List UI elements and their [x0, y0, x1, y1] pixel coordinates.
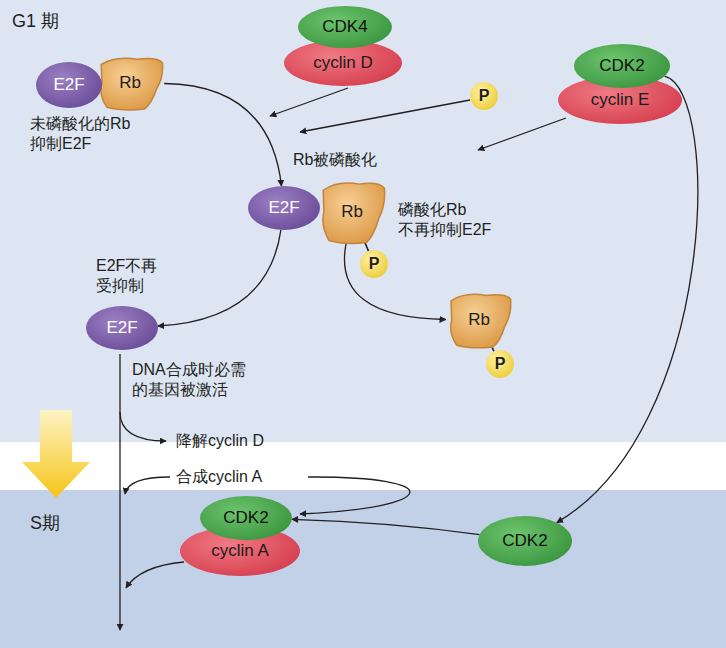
flow-arrow: [164, 84, 281, 187]
kinase-cdk: CDK2: [574, 44, 670, 88]
phase-label: S期: [30, 512, 60, 535]
node-text: E2F: [53, 74, 84, 95]
node-text: E2F: [106, 317, 137, 338]
protein-rb: Rb: [316, 178, 388, 246]
protein-rb: Rb: [444, 290, 514, 350]
node-text: Rb: [341, 201, 363, 222]
node-text: CDK2: [223, 507, 268, 528]
flow-arrow: [292, 519, 480, 534]
node-text: cyclin A: [211, 540, 269, 561]
node-text: Rb: [119, 72, 141, 93]
phosphate: P: [360, 250, 388, 278]
kinase-cdk: CDK2: [478, 516, 572, 566]
phase-label: G1 期: [12, 10, 59, 33]
branch-arrow: [125, 477, 170, 494]
phosphorylation-arrow: [270, 88, 348, 116]
node-text: CDK4: [322, 16, 367, 37]
protein-e2f: E2F: [86, 306, 158, 350]
node-text: P: [495, 354, 506, 374]
node-text: CDK2: [502, 530, 547, 551]
node-text: P: [369, 254, 380, 274]
flow-arrow: [158, 230, 281, 326]
node-text: CDK2: [599, 55, 644, 76]
phosphorylation-arrow: [300, 100, 470, 132]
kinase-cdk: CDK2: [200, 496, 292, 540]
protein-e2f: E2F: [36, 62, 102, 108]
branch-arrow: [120, 412, 166, 441]
note-label: 合成cyclin A: [176, 467, 262, 487]
protein-rb: Rb: [94, 54, 166, 112]
flow-arrow: [557, 76, 698, 522]
flow-arrow: [344, 244, 445, 320]
node-text: Rb: [468, 309, 490, 330]
node-text: E2F: [268, 197, 299, 218]
note-label: Rb被磷酸化: [293, 150, 377, 170]
branch-arrow: [126, 562, 184, 588]
node-text: cyclin E: [591, 89, 650, 110]
protein-e2f: E2F: [248, 186, 320, 230]
pathway-line: [119, 354, 120, 630]
node-text: cyclin D: [313, 52, 373, 73]
note-label: 未磷酸化的Rb 抑制E2F: [30, 114, 130, 154]
note-label: 磷酸化Rb 不再抑制E2F: [398, 200, 491, 240]
node-text: P: [479, 86, 490, 106]
phosphorylation-arrow: [478, 118, 566, 150]
kinase-cdk: CDK4: [298, 6, 392, 48]
phosphate: P: [470, 82, 498, 110]
note-label: DNA合成时必需 的基因被激活: [132, 360, 246, 400]
note-label: E2F不再 受抑制: [96, 256, 157, 296]
note-label: 降解cyclin D: [176, 431, 264, 451]
synthesis-arrow: [300, 477, 410, 514]
phosphate: P: [486, 350, 514, 378]
